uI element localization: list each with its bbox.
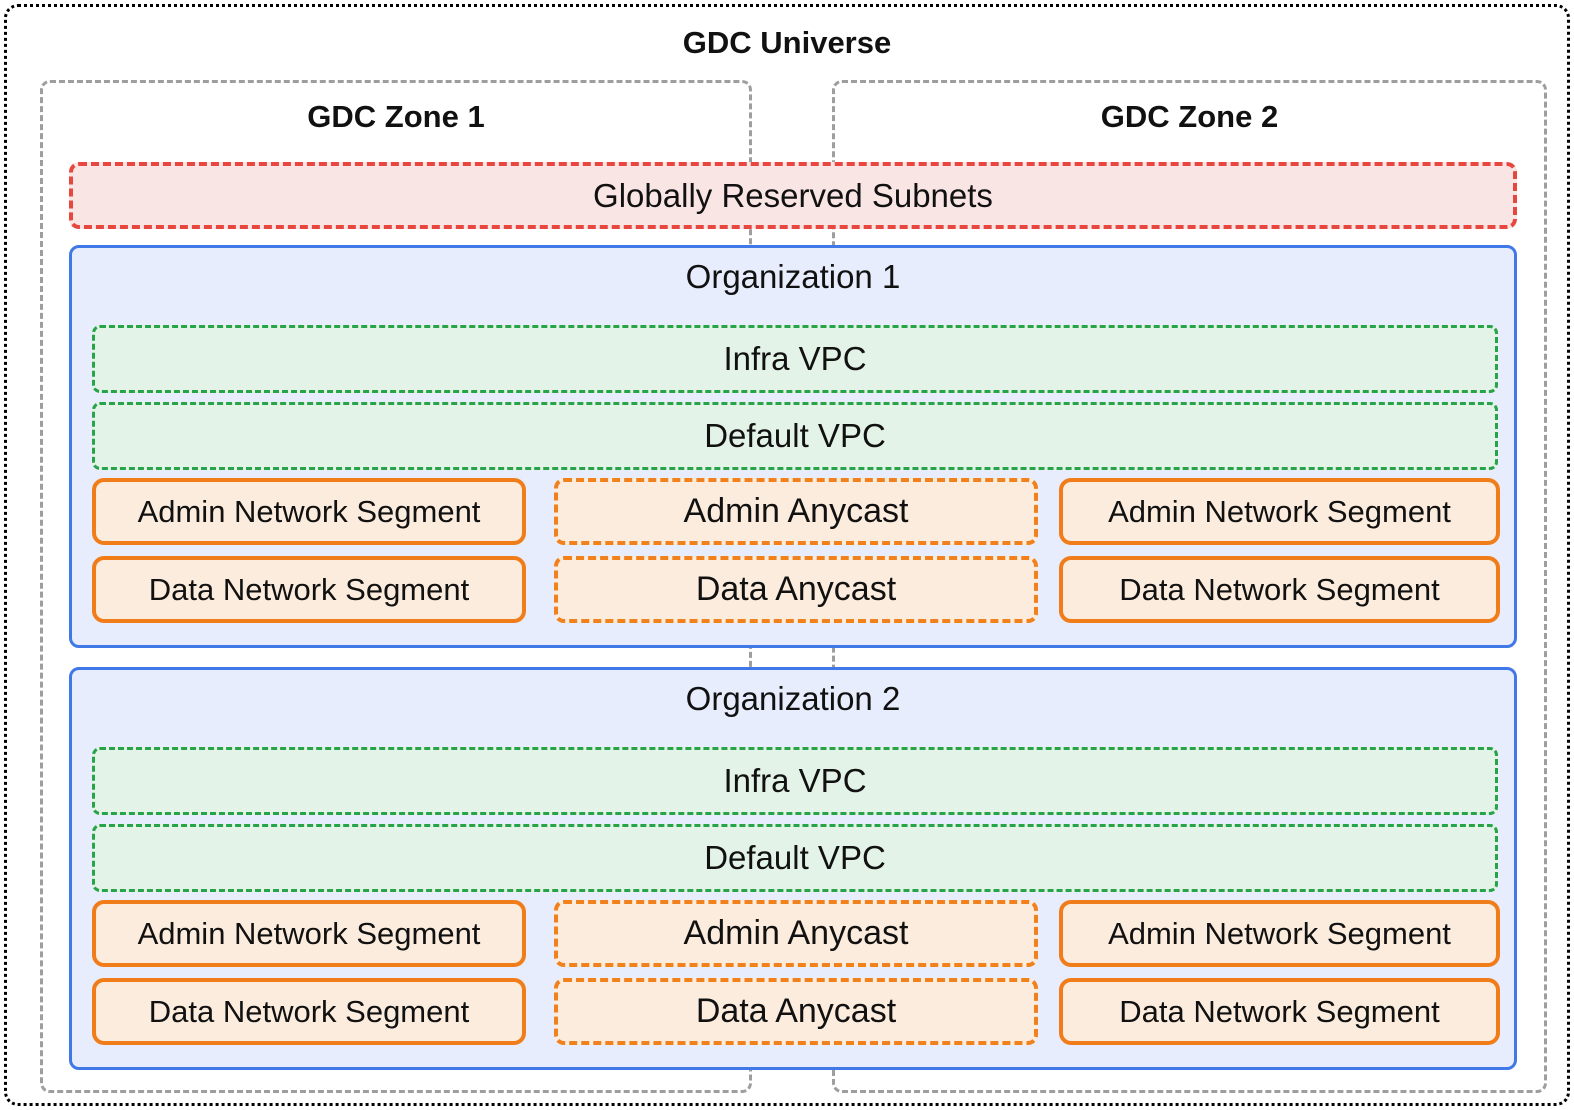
org2-zone2-data-network-segment: Data Network Segment (1059, 978, 1500, 1045)
org1-zone2-data-network-segment-label: Data Network Segment (1119, 571, 1440, 607)
org1-infra-vpc-label: Infra VPC (723, 340, 867, 377)
org1-data-anycast-box: Data Anycast (554, 556, 1038, 623)
organization-1-title: Organization 1 (685, 258, 901, 295)
org1-zone1-data-network-segment-label: Data Network Segment (148, 571, 470, 607)
org2-default-vpc-label: Default VPC (704, 839, 886, 876)
globally-reserved-subnets-label: Globally Reserved Subnets (593, 176, 993, 214)
org1-data-anycast-label: Data Anycast (695, 570, 897, 608)
org1-zone2-admin-network-segment-label: Admin Network Segment (1108, 493, 1451, 529)
org2-admin-anycast-label: Admin Anycast (683, 914, 909, 952)
universe-title: GDC Universe (682, 25, 892, 60)
org2-infra-vpc-label: Infra VPC (723, 762, 867, 799)
org1-admin-anycast-box: Admin Anycast (554, 478, 1038, 545)
org1-zone1-admin-network-segment: Admin Network Segment (92, 478, 526, 545)
globally-reserved-subnets-box: Globally Reserved Subnets (69, 162, 1517, 229)
org2-admin-anycast-box: Admin Anycast (554, 900, 1038, 967)
org2-zone1-admin-network-segment: Admin Network Segment (92, 900, 526, 967)
org2-zone1-admin-network-segment-label: Admin Network Segment (137, 915, 481, 951)
org2-infra-vpc-box: Infra VPC (92, 747, 1498, 815)
org2-zone2-admin-network-segment: Admin Network Segment (1059, 900, 1500, 967)
organization-2-title: Organization 2 (685, 680, 901, 717)
org2-zone2-data-network-segment-label: Data Network Segment (1119, 993, 1440, 1029)
zone-1-title: GDC Zone 1 (307, 99, 485, 134)
org2-default-vpc-box: Default VPC (92, 824, 1498, 892)
org1-infra-vpc-box: Infra VPC (92, 325, 1498, 393)
org2-data-anycast-label: Data Anycast (695, 992, 897, 1030)
org1-default-vpc-label: Default VPC (704, 417, 886, 454)
zone-2-title: GDC Zone 2 (1100, 99, 1279, 134)
org2-data-anycast-box: Data Anycast (554, 978, 1038, 1045)
org1-zone1-admin-network-segment-label: Admin Network Segment (137, 493, 481, 529)
org2-zone1-data-network-segment: Data Network Segment (92, 978, 526, 1045)
org1-zone2-admin-network-segment: Admin Network Segment (1059, 478, 1500, 545)
org1-zone1-data-network-segment: Data Network Segment (92, 556, 526, 623)
org1-default-vpc-box: Default VPC (92, 402, 1498, 470)
organization-1-container: Organization 1 Infra VPC Default VPC Adm… (69, 245, 1517, 648)
gdc-universe-container: GDC Universe GDC Zone 1 GDC Zone 2 Globa… (4, 4, 1570, 1106)
org1-admin-anycast-label: Admin Anycast (683, 492, 909, 530)
org2-zone1-data-network-segment-label: Data Network Segment (148, 993, 470, 1029)
org2-zone2-admin-network-segment-label: Admin Network Segment (1108, 915, 1451, 951)
org1-zone2-data-network-segment: Data Network Segment (1059, 556, 1500, 623)
organization-2-container: Organization 2 Infra VPC Default VPC Adm… (69, 667, 1517, 1070)
